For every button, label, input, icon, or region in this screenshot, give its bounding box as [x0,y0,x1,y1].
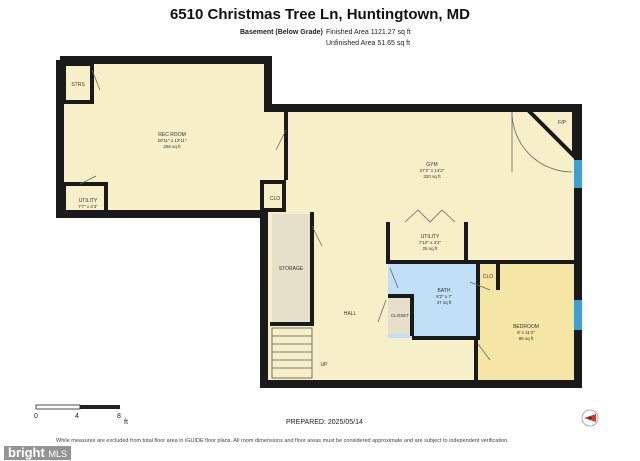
door-swing-rec [275,129,287,151]
door-swing-utility-small [79,175,97,185]
wall-closet [388,294,414,336]
compass-icon [581,409,599,427]
stairs-label: STRS [71,82,85,88]
hall-label: HALL [344,311,357,317]
gym-area: 320 sq ft [423,174,441,179]
utility-mid-name: UTILITY [421,234,440,240]
wall-fireplace [523,108,576,161]
wall-utility-small [62,182,108,214]
disclaimer-text: While measures are excluded from total f… [56,438,509,444]
bedroom-dims: 9' x 11'2" [517,330,535,335]
rec-room-area: 256 sq ft [163,144,181,149]
unfinished-area: Unfinished Area 51.65 sq ft [326,40,411,47]
closet-floor [388,296,412,334]
bedroom-area: 95 sq ft [519,336,535,341]
floor-level-label: Basement (Below Grade) [240,29,323,36]
outer-wall [56,56,582,388]
storage-floor [272,214,310,322]
fireplace-label: F/P [558,120,566,126]
door-swing-stairs [91,69,101,91]
clo-right-label: CLO [483,274,493,280]
prepared-date: PREPARED: 2025/05/14 [286,419,363,426]
brand-logo-suffix: MLS [48,449,67,459]
bedroom-floor [478,262,574,380]
scale-label-4: 4 [75,413,79,420]
door-swing-bath [389,267,399,289]
bath-name: BATH [438,288,451,294]
brand-logo: bright MLS [4,446,71,460]
clo-left-label: CLO [270,196,280,202]
window-bedroom [574,300,582,330]
door-swing-clo-right [469,281,491,291]
door-swing-closet [377,299,387,323]
page-title: 6510 Christmas Tree Ln, Huntingtown, MD [169,6,471,23]
storage-label: STORAGE [279,266,304,272]
utility-mid-dims: 7'10" x 3'2" [419,240,442,245]
staircase [271,327,313,379]
gym-name: GYM [426,162,437,168]
door-swing-bedroom [477,343,491,361]
closet-label: CLOSET [391,313,409,318]
bath-area: 47 sq ft [437,300,453,305]
window-gym [574,160,582,188]
scale-unit: ft [124,419,128,426]
finished-area: Finished Area 1121.27 sq ft [326,29,411,36]
utility-mid-floor [390,222,466,260]
gym-dims: 27'2" x 14'2" [420,168,445,173]
door-swing-utility [404,209,456,223]
up-label: UP [321,362,329,368]
utility-mid-area: 25 sq ft [423,246,439,251]
bath-dims: 8'2" x 7' [436,294,452,299]
scale-label-0: 0 [34,413,38,420]
bedroom-name: BEDROOM [513,324,539,330]
wall-clo-left [260,180,286,212]
wall-stairs [62,62,94,104]
door-swing-storage [311,225,323,247]
utility-small-dims: 7'7" x 2'3" [78,204,98,209]
utility-small-name: UTILITY [79,198,98,204]
rec-room-dims: 20'11" x 13'11" [157,138,186,143]
scale-bar [35,404,120,410]
brand-logo-text: bright [8,445,45,460]
scale-label-8: 8 [117,413,121,420]
door-swing-gym [511,111,573,173]
rec-room-name: REC ROOM [158,132,186,138]
